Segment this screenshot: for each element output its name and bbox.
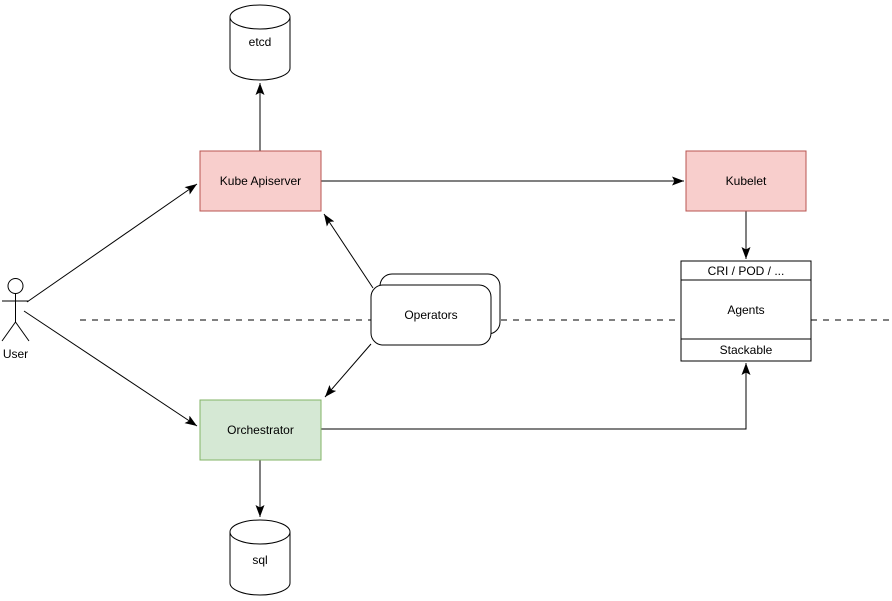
operators-label: Operators (404, 308, 457, 322)
actor-head (7, 278, 24, 294)
user-label: User (3, 347, 28, 361)
operators-front-card[interactable] (370, 284, 492, 346)
edge-operators-to-kube-apiserver[interactable] (323, 213, 374, 289)
edge-orchestrator-to-agent-stack[interactable] (321, 363, 751, 430)
kube-apiserver-label: Kube Apiserver (220, 174, 301, 188)
actor-leg-right (15, 321, 30, 342)
actor-leg-left (1, 321, 16, 342)
cylinder-top-rim (229, 531, 291, 545)
agent-stack-header-label: CRI / POD / ... (708, 264, 785, 278)
sql-label: sql (252, 553, 267, 567)
cylinder-top-rim (229, 16, 291, 30)
node-kubelet[interactable]: Kubelet (685, 150, 807, 212)
edge-user-to-orchestrator[interactable] (23, 310, 198, 427)
node-operators[interactable]: Operators (370, 273, 501, 346)
kubelet-label: Kubelet (726, 174, 767, 188)
node-user[interactable]: User (1, 278, 30, 362)
edge-user-to-kube-apiserver[interactable] (26, 183, 198, 303)
etcd-label: etcd (249, 35, 272, 49)
node-agent-stack[interactable]: CRI / POD / ... Agents Stackable (680, 260, 812, 362)
node-kube-apiserver[interactable]: Kube Apiserver (199, 150, 322, 212)
node-orchestrator[interactable]: Orchestrator (199, 399, 322, 461)
node-sql[interactable]: sql (229, 519, 291, 596)
orchestrator-label: Orchestrator (227, 423, 294, 437)
cylinder-shape[interactable] (229, 4, 291, 81)
cylinder-shape[interactable] (229, 519, 291, 596)
edge-operators-to-orchestrator[interactable] (324, 343, 372, 398)
node-etcd[interactable]: etcd (229, 4, 291, 81)
agent-stack-body-label: Agents (727, 303, 764, 317)
agent-stack-footer-label: Stackable (720, 343, 773, 357)
